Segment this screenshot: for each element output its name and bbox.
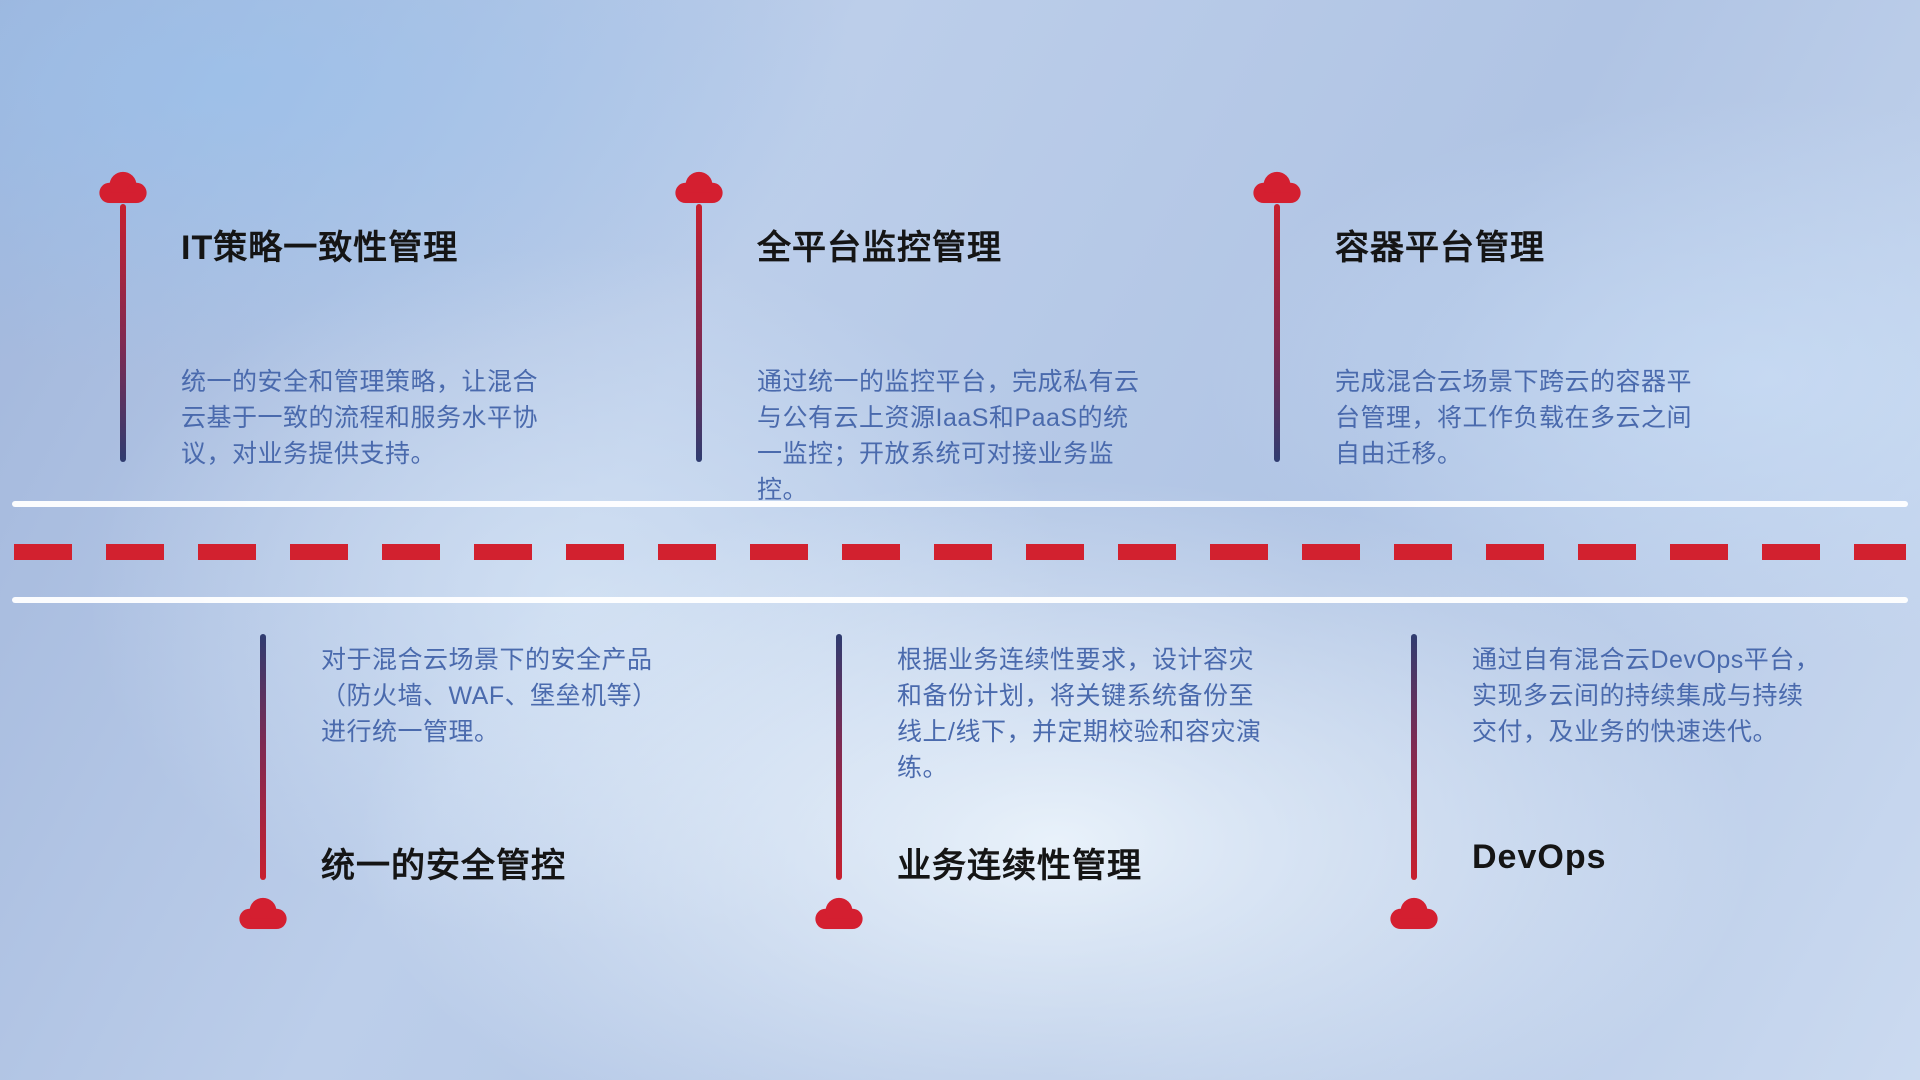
timeline-connector (836, 634, 842, 880)
timeline-connector (260, 634, 266, 880)
road-dashed-line (14, 544, 1906, 560)
feature-title: DevOps (1472, 838, 1607, 876)
feature-description: 通过统一的监控平台，完成私有云与公有云上资源IaaS和PaaS的统一监控；开放系… (757, 368, 1140, 504)
timeline-connector (120, 204, 126, 462)
feature-title: 业务连续性管理 (897, 847, 1142, 885)
feature-title: 容器平台管理 (1335, 229, 1545, 267)
cloud-icon (239, 897, 287, 930)
timeline-connector (1274, 204, 1280, 462)
cloud-icon (1253, 171, 1301, 204)
road-line-bottom (12, 597, 1908, 603)
timeline-connector (1411, 634, 1417, 880)
road-line-top (12, 501, 1908, 507)
feature-description: 统一的安全和管理策略，让混合云基于一致的流程和服务水平协议，对业务提供支持。 (181, 368, 539, 468)
feature-description: 根据业务连续性要求，设计容灾和备份计划，将关键系统备份至线上/线下，并定期校验和… (897, 646, 1262, 782)
feature-description: 对于混合云场景下的安全产品（防火墙、WAF、堡垒机等）进行统一管理。 (321, 646, 658, 746)
cloud-icon (675, 171, 723, 204)
timeline-connector (696, 204, 702, 462)
feature-description: 通过自有混合云DevOps平台，实现多云间的持续集成与持续交付，及业务的快速迭代… (1472, 646, 1821, 746)
cloud-icon (815, 897, 863, 930)
cloud-icon (99, 171, 147, 204)
feature-description: 完成混合云场景下跨云的容器平台管理，将工作负载在多云之间自由迁移。 (1335, 368, 1693, 468)
feature-title: 全平台监控管理 (757, 229, 1002, 267)
feature-title: IT策略一致性管理 (181, 229, 459, 267)
cloud-icon (1390, 897, 1438, 930)
feature-title: 统一的安全管控 (321, 847, 566, 885)
